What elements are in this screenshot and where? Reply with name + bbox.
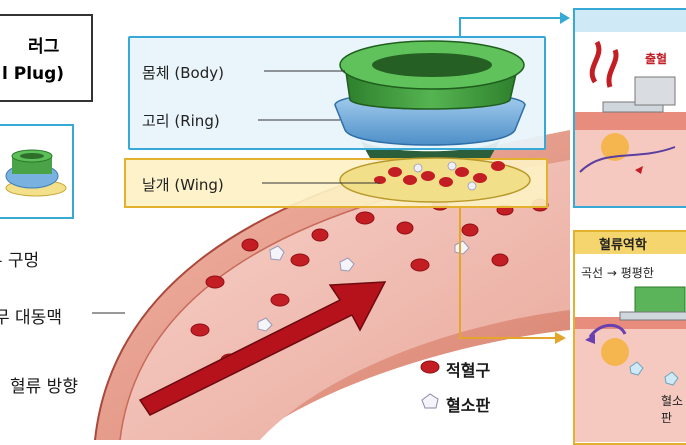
- connector-bottom: [459, 208, 555, 339]
- panel-hemodynamics-title: 혈류역학: [599, 238, 647, 253]
- label-aorta: 무 대동맥: [0, 308, 62, 328]
- panel-hemodynamics-subtitle: 곡선 → 평평한: [581, 266, 654, 280]
- label-hole: – 구멍: [0, 251, 40, 271]
- mini-plug-illustration: [5, 149, 67, 197]
- title-line2: l Plug): [2, 64, 65, 84]
- legend-platelet-label: 혈소판: [446, 396, 491, 415]
- panel-bleeding-header: [575, 10, 686, 32]
- panel-hemodynamics-platelet-label: 혈소판: [661, 394, 684, 425]
- title-box: 러그 l Plug): [0, 14, 93, 102]
- body-ring-callout: [128, 36, 546, 150]
- hemodynamics-illustration: [575, 286, 686, 442]
- legend-rbc-icon: [420, 360, 440, 374]
- label-body: 몸체 (Body): [142, 64, 224, 82]
- label-wing: 날개 (Wing): [142, 176, 224, 194]
- title-line1: 러그: [28, 37, 60, 57]
- connector-top: [459, 17, 560, 36]
- bleeding-illustration: [575, 40, 686, 206]
- label-flow-direction: 혈류 방향: [10, 377, 78, 397]
- panel-hemodynamics: 혈류역학 곡선 → 평평한 혈소판: [573, 230, 686, 445]
- panel-bleeding-label: 출혈: [645, 52, 668, 66]
- plug-thumbnail: [0, 124, 74, 219]
- flow-arrow: [138, 281, 387, 416]
- panel-hemodynamics-header: 혈류역학: [575, 232, 686, 254]
- legend-rbc-label: 적혈구: [446, 361, 491, 380]
- panel-bleeding: 출혈: [573, 8, 686, 208]
- legend-platelet-icon: [421, 393, 439, 409]
- label-ring: 고리 (Ring): [142, 112, 220, 130]
